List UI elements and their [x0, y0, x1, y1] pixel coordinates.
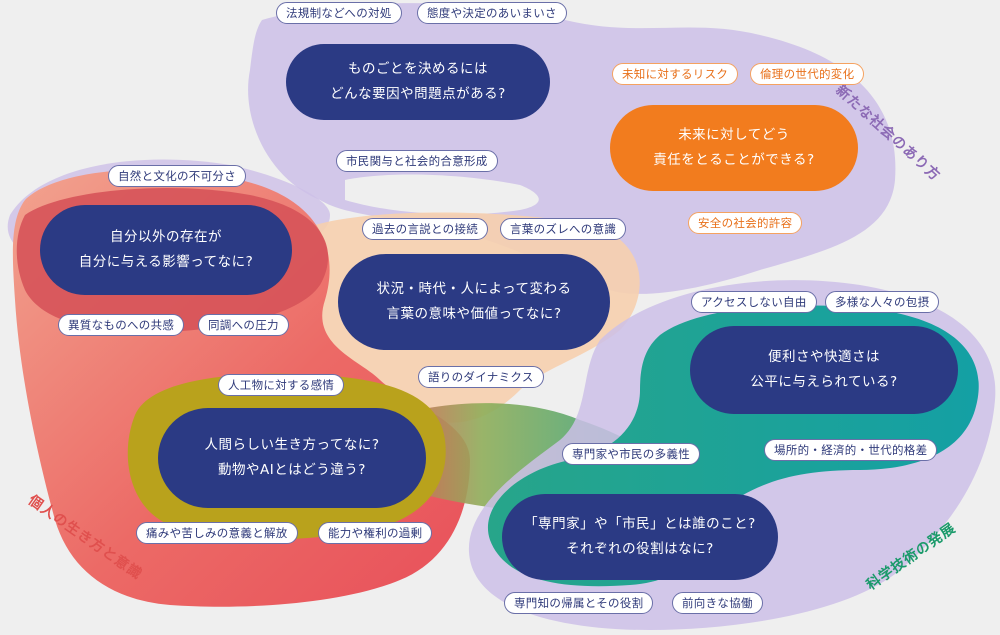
question-line-1: 自分以外の存在が [110, 229, 222, 245]
tag-conformity: 同調への圧力 [198, 314, 289, 336]
tag-plurality: 専門家や市民の多義性 [562, 443, 700, 465]
tag-empathy: 異質なものへの共感 [58, 314, 185, 336]
question-node-others: 自分以外の存在が 自分に与える影響ってなに? [40, 205, 292, 295]
question-line-2: それぞれの役割はなに? [566, 541, 714, 557]
tag-disparity: 場所的・経済的・世代的格差 [764, 439, 938, 461]
tag-pain: 痛みや苦しみの意義と解放 [136, 522, 298, 544]
tag-excess: 能力や権利の過剰 [318, 522, 433, 544]
question-line-2: 公平に与えられている? [750, 374, 898, 390]
tag-ethics: 倫理の世代的変化 [750, 63, 865, 85]
question-line-2: 責任をとることができる? [653, 152, 815, 168]
tag-past: 過去の言説との接続 [362, 218, 489, 240]
tag-safety: 安全の社会的許容 [688, 212, 803, 234]
question-node-expert: 「専門家」や「市民」とは誰のこと? それぞれの役割はなに? [502, 494, 778, 580]
question-line-1: 「専門家」や「市民」とは誰のこと? [524, 516, 756, 532]
question-line-2: どんな要因や問題点がある? [330, 86, 506, 102]
question-node-convenience: 便利さや快適さは 公平に与えられている? [690, 326, 958, 414]
tag-risk: 未知に対するリスク [612, 63, 739, 85]
tag-law: 法規制などへの対処 [276, 2, 402, 24]
tag-cooperation: 前向きな協働 [672, 592, 763, 614]
question-node-language: 状況・時代・人によって変わる 言葉の意味や価値ってなに? [338, 254, 610, 350]
question-node-decision: ものごとを決めるには どんな要因や問題点がある? [286, 44, 550, 120]
tag-access: アクセスしない自由 [691, 291, 817, 313]
tag-belonging: 専門知の帰属とその役割 [504, 592, 654, 614]
tag-participation: 市民関与と社会的合意形成 [336, 150, 498, 172]
question-line-1: ものごとを決めるには [348, 61, 488, 77]
question-line-2: 動物やAIとはどう違う? [218, 462, 366, 478]
question-line-2: 言葉の意味や価値ってなに? [386, 306, 562, 322]
tag-dynamics: 語りのダイナミクス [418, 366, 544, 388]
question-line-1: 未来に対してどう [678, 127, 790, 143]
question-line-2: 自分に与える影響ってなに? [78, 254, 254, 270]
question-line-1: 便利さや快適さは [768, 349, 880, 365]
question-line-1: 人間らしい生き方ってなに? [204, 437, 380, 453]
tag-ambiguity: 態度や決定のあいまいさ [417, 2, 567, 24]
tag-diversity: 多様な人々の包摂 [825, 291, 940, 313]
tag-nature: 自然と文化の不可分さ [108, 165, 246, 187]
tag-artificial: 人工物に対する感情 [218, 374, 345, 396]
question-node-human: 人間らしい生き方ってなに? 動物やAIとはどう違う? [158, 408, 426, 508]
question-line-1: 状況・時代・人によって変わる [376, 281, 572, 297]
tag-gap: 言葉のズレへの意識 [500, 218, 627, 240]
question-node-future: 未来に対してどう 責任をとることができる? [610, 105, 858, 191]
